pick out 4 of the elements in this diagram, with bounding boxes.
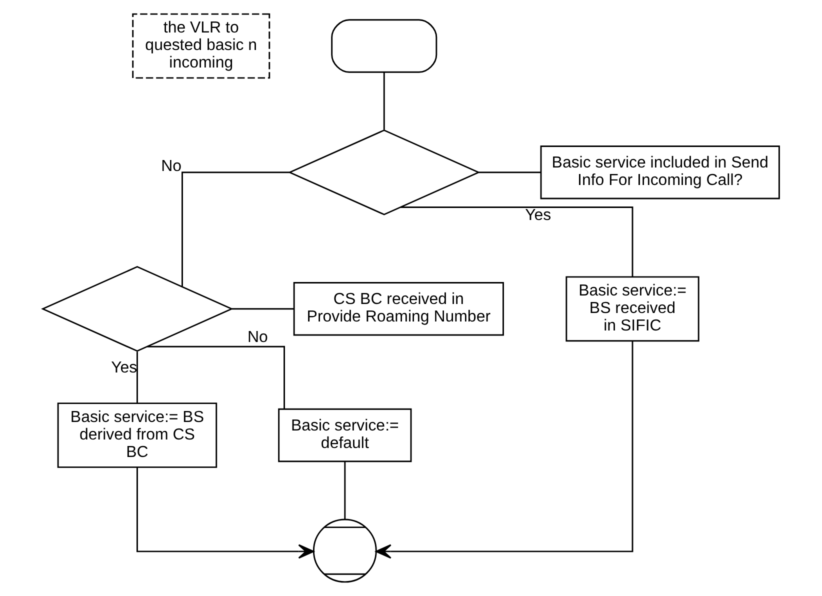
edge-label: Yes [111,360,138,377]
edge-label: Yes [525,207,552,224]
edge-label: No [247,329,268,346]
edge-label: No [161,158,182,175]
